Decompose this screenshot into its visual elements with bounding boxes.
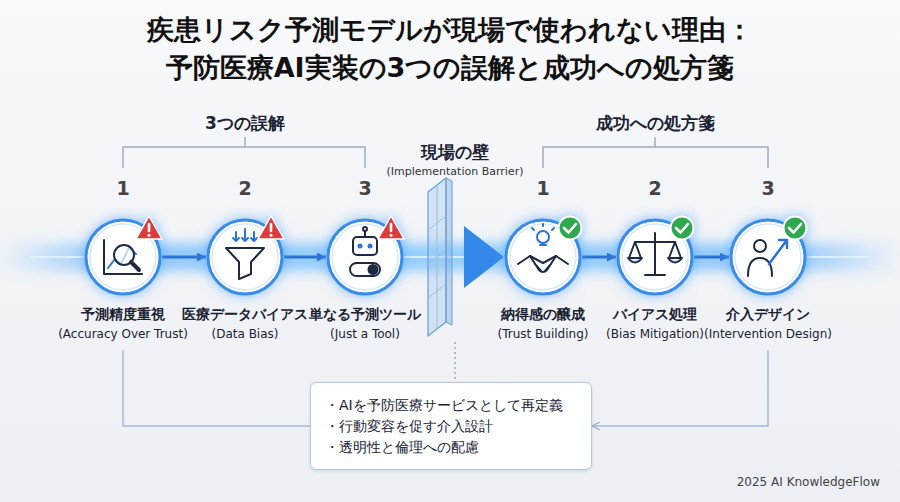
barrier-arrow <box>404 246 504 268</box>
barrier-label: (Implementation Barrier) <box>387 165 524 178</box>
node-subtitle: (Trust Building) <box>498 327 589 341</box>
flow-arrow <box>162 256 206 259</box>
circle-outline <box>506 220 580 294</box>
feedback-line <box>123 350 310 426</box>
node-subtitle: (Intervention Design) <box>704 327 832 341</box>
flow-arrow <box>694 256 729 259</box>
solution-node: 介入デザイン(Intervention Design) <box>729 218 807 350</box>
step-number: 2 <box>648 177 661 199</box>
node-title: 納得感の醸成 <box>501 306 585 324</box>
bullet-item: ・AIを予防医療サービスとして再定義 <box>325 395 577 416</box>
node-icon <box>748 240 787 276</box>
node-icon <box>104 240 142 274</box>
circle-outline <box>328 220 402 294</box>
misconception-node: 予測精度重視(Accuracy Over Trust) <box>84 218 162 350</box>
node-circle <box>206 218 284 296</box>
circle-inner-ring <box>90 224 156 290</box>
circle-inner-ring <box>212 224 278 290</box>
circle-inner-ring <box>735 224 801 290</box>
node-title: 医療データバイアス <box>182 306 308 324</box>
light-beam-core <box>30 256 870 258</box>
glass-wall-edge <box>446 178 452 325</box>
node-subtitle: (Bias Mitigation) <box>606 327 704 341</box>
node-title: 介入デザイン <box>726 306 810 324</box>
node-circle <box>504 218 582 296</box>
check-badge <box>784 217 807 240</box>
diagram-title: 疾患リスク予測モデルが現場で使われない理由： 予防医療AI実装の3つの誤解と成功… <box>145 11 755 87</box>
circle-outline <box>618 220 692 294</box>
step-number: 1 <box>116 177 129 199</box>
node-circle <box>616 218 694 296</box>
dotted-leader <box>454 342 456 381</box>
warning-badge <box>136 216 162 239</box>
glass-wall-grid <box>428 185 446 329</box>
misconception-node: 医療データバイアス(Data Bias) <box>206 218 284 350</box>
warning-badge <box>378 216 404 239</box>
node-subtitle: (Just a Tool) <box>330 327 400 341</box>
section-header: 成功への処方箋 <box>596 112 715 135</box>
node-title: 単なる予測ツール <box>309 306 421 324</box>
step-number: 3 <box>761 177 774 199</box>
flow-arrow <box>582 256 616 259</box>
step-number: 3 <box>358 177 371 199</box>
warning-badge <box>258 216 284 239</box>
bullet-item: ・透明性と倫理への配慮 <box>325 437 577 458</box>
circle-outline <box>86 220 160 294</box>
group-bracket <box>543 137 768 168</box>
circle-inner-ring <box>622 224 688 290</box>
node-icon <box>350 227 380 276</box>
check-badge <box>559 217 582 240</box>
circle-outline <box>208 220 282 294</box>
node-icon <box>226 229 264 279</box>
node-circle <box>326 218 404 296</box>
step-number: 1 <box>536 177 549 199</box>
node-subtitle: (Data Bias) <box>211 327 278 341</box>
circle-inner-ring <box>510 224 576 290</box>
flow-arrow <box>284 256 326 259</box>
bullet-item: ・行動変容を促す介入設計 <box>325 416 577 437</box>
misconception-node: 単なる予測ツール(Just a Tool) <box>326 218 404 350</box>
check-badge <box>671 217 694 240</box>
node-icon <box>628 233 682 275</box>
node-title: 予測精度重視 <box>81 306 165 324</box>
circle-outline <box>731 220 805 294</box>
section-header: 3つの誤解 <box>205 112 285 135</box>
glass-wall <box>428 178 446 336</box>
node-subtitle: (Accuracy Over Trust) <box>58 327 188 341</box>
group-bracket <box>123 137 365 168</box>
light-beam <box>0 243 900 271</box>
step-number: 2 <box>238 177 251 199</box>
summary-box: ・AIを予防医療サービスとして再定義・行動変容を促す介入設計・透明性と倫理への配… <box>310 382 592 470</box>
solution-node: バイアス処理(Bias Mitigation) <box>616 218 694 350</box>
barrier-label: 現場の壁 <box>421 141 489 164</box>
feedback-line <box>592 350 768 426</box>
node-icon <box>518 224 568 272</box>
node-circle <box>84 218 162 296</box>
node-title: バイアス処理 <box>613 306 697 324</box>
footer-credit: 2025 AI KnowledgeFlow <box>737 475 880 489</box>
circle-inner-ring <box>332 224 398 290</box>
solution-node: 納得感の醸成(Trust Building) <box>504 218 582 350</box>
node-circle <box>729 218 807 296</box>
